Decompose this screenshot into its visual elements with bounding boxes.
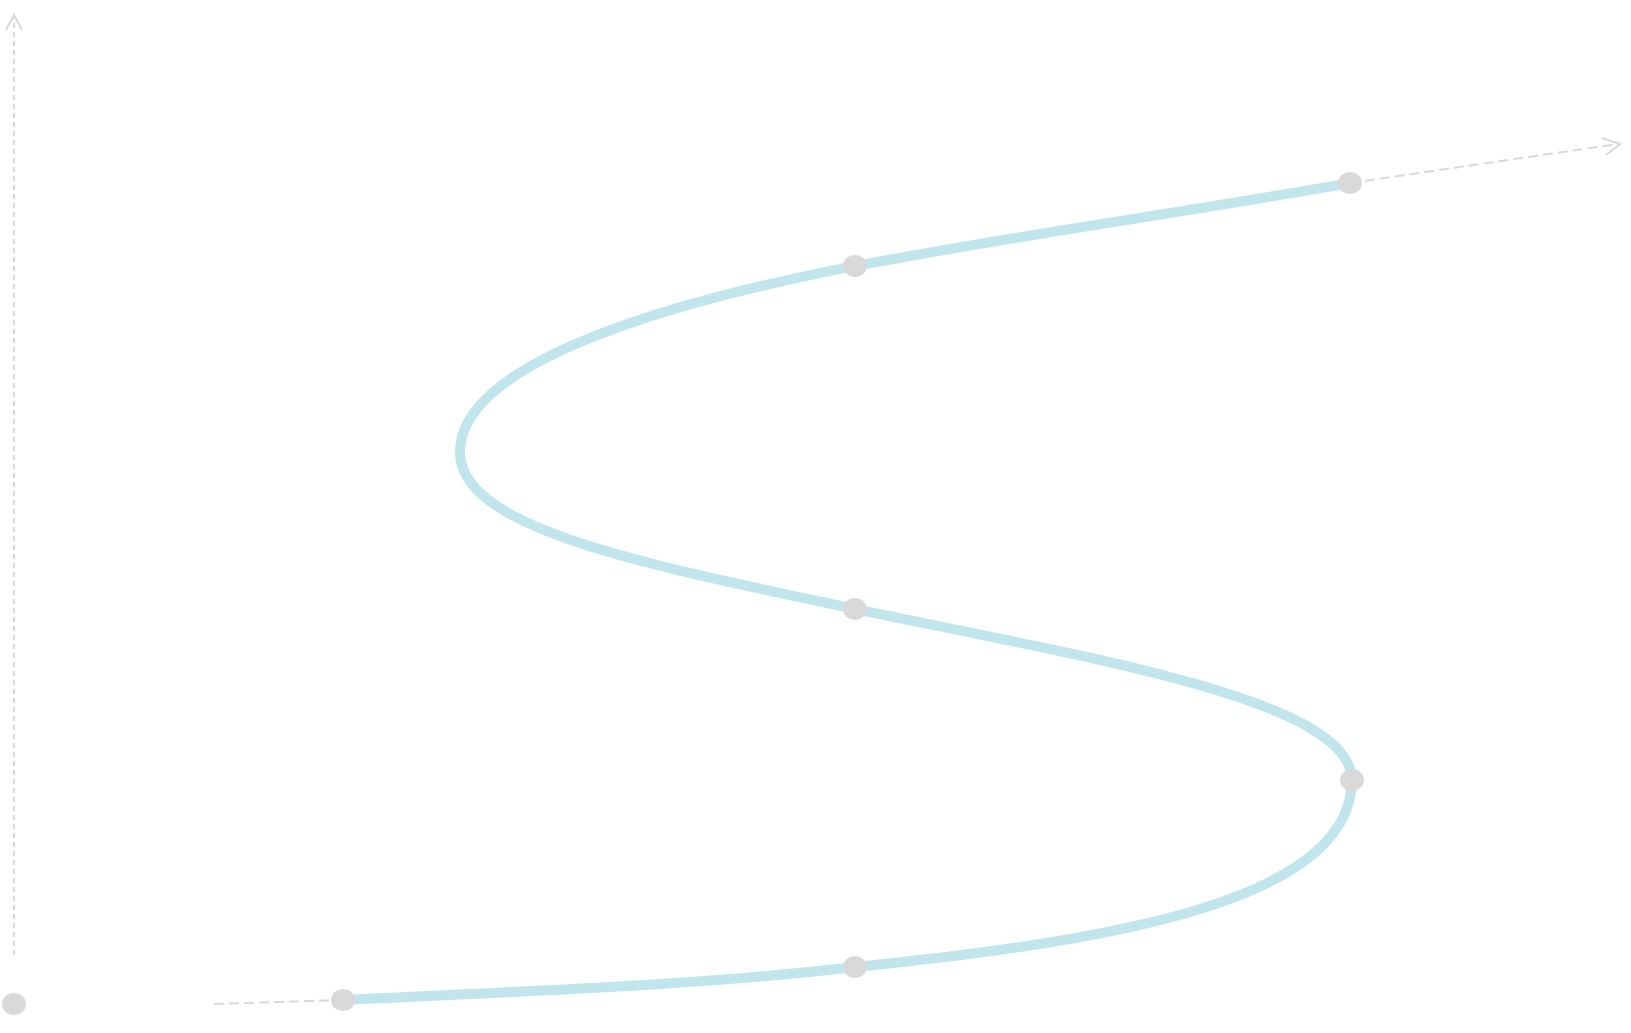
- curve-handle-right-turn[interactable]: [1340, 769, 1364, 791]
- origin-handle[interactable]: [2, 993, 26, 1015]
- curve-handle-start[interactable]: [331, 989, 355, 1011]
- bottom-guide-line: [213, 999, 343, 1005]
- arrow-head-icon: [1601, 137, 1623, 156]
- curve-handle-end[interactable]: [1338, 172, 1362, 194]
- curve-handle-lower[interactable]: [843, 956, 867, 978]
- curve-handle-middle[interactable]: [843, 598, 867, 620]
- top-guide-line: [1349, 143, 1619, 184]
- s-curve: [338, 178, 1358, 1005]
- arrow-head-icon: [5, 12, 23, 31]
- curve-handle-upper[interactable]: [843, 255, 867, 277]
